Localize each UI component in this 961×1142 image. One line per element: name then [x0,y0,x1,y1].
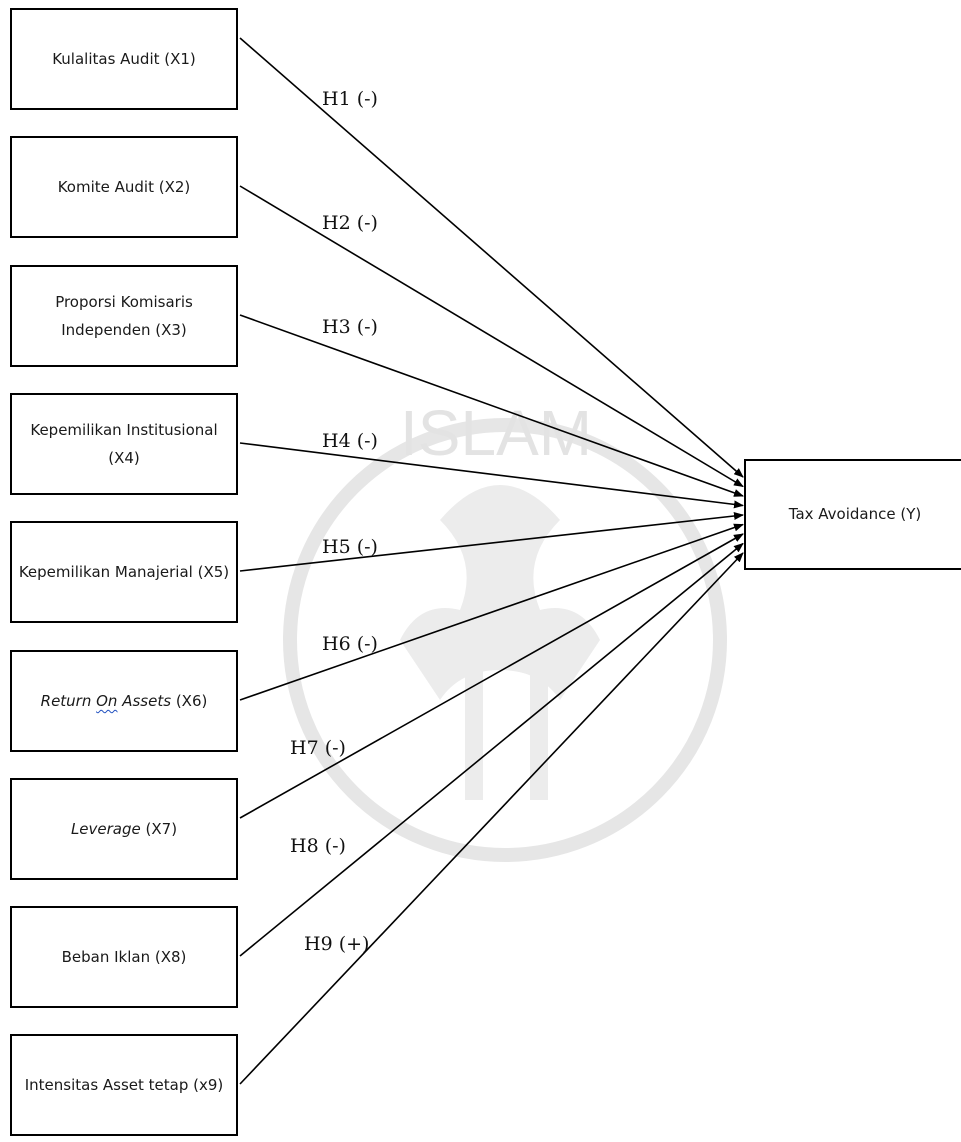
hypothesis-label-7: H7 (-) [290,737,346,759]
variable-box-x1: Kulalitas Audit (X1) [10,8,238,110]
hypothesis-label-5: H5 (-) [322,536,378,558]
variable-label-x7: Leverage (X7) [70,819,178,838]
variable-box-x8: Beban Iklan (X8) [10,906,238,1008]
hypothesis-label-4: H4 (-) [322,430,378,452]
variable-box-y: Tax Avoidance (Y) [744,459,961,570]
variable-label-x9: Intensitas Asset tetap (x9) [24,1075,224,1094]
variable-box-x7: Leverage (X7) [10,778,238,880]
variable-label-x4: Kepemilikan Institusional (X4) [30,420,218,468]
variable-box-x4: Kepemilikan Institusional (X4) [10,393,238,495]
hypothesis-arrow-x5 [239,512,744,572]
variable-box-x9: Intensitas Asset tetap (x9) [10,1034,238,1136]
hypothesis-arrow-x1 [239,37,744,478]
variable-label-x6: Return On Assets (X6) [40,691,208,710]
variable-label-x3: Proporsi Komisaris Independen (X3) [55,292,193,340]
hypothesis-label-1: H1 (-) [322,88,378,110]
hypothesis-arrow-x8 [239,542,744,957]
variable-box-x2: Komite Audit (X2) [10,136,238,238]
variable-label-x5: Kepemilikan Manajerial (X5) [18,562,230,581]
hypothesis-arrow-x9 [239,552,744,1085]
variable-box-x5: Kepemilikan Manajerial (X5) [10,521,238,623]
hypothesis-label-6: H6 (-) [322,633,378,655]
hypothesis-label-3: H3 (-) [322,316,378,338]
variable-label-x1: Kulalitas Audit (X1) [52,49,196,68]
variable-label-x8: Beban Iklan (X8) [61,947,187,966]
variable-label-y: Tax Avoidance (Y) [788,505,922,524]
variable-box-x6: Return On Assets (X6) [10,650,238,752]
hypothesis-arrow-x2 [239,185,744,488]
hypothesis-arrow-x6 [239,523,744,701]
hypothesis-label-8: H8 (-) [290,835,346,857]
hypothesis-arrow-x4 [239,442,744,509]
hypothesis-arrow-x7 [239,533,744,819]
hypothesis-arrow-x3 [239,314,744,497]
hypothesis-label-2: H2 (-) [322,212,378,234]
variable-label-x2: Komite Audit (X2) [57,177,191,196]
variable-box-x3: Proporsi Komisaris Independen (X3) [10,265,238,367]
hypothesis-label-9: H9 (+) [304,933,370,955]
